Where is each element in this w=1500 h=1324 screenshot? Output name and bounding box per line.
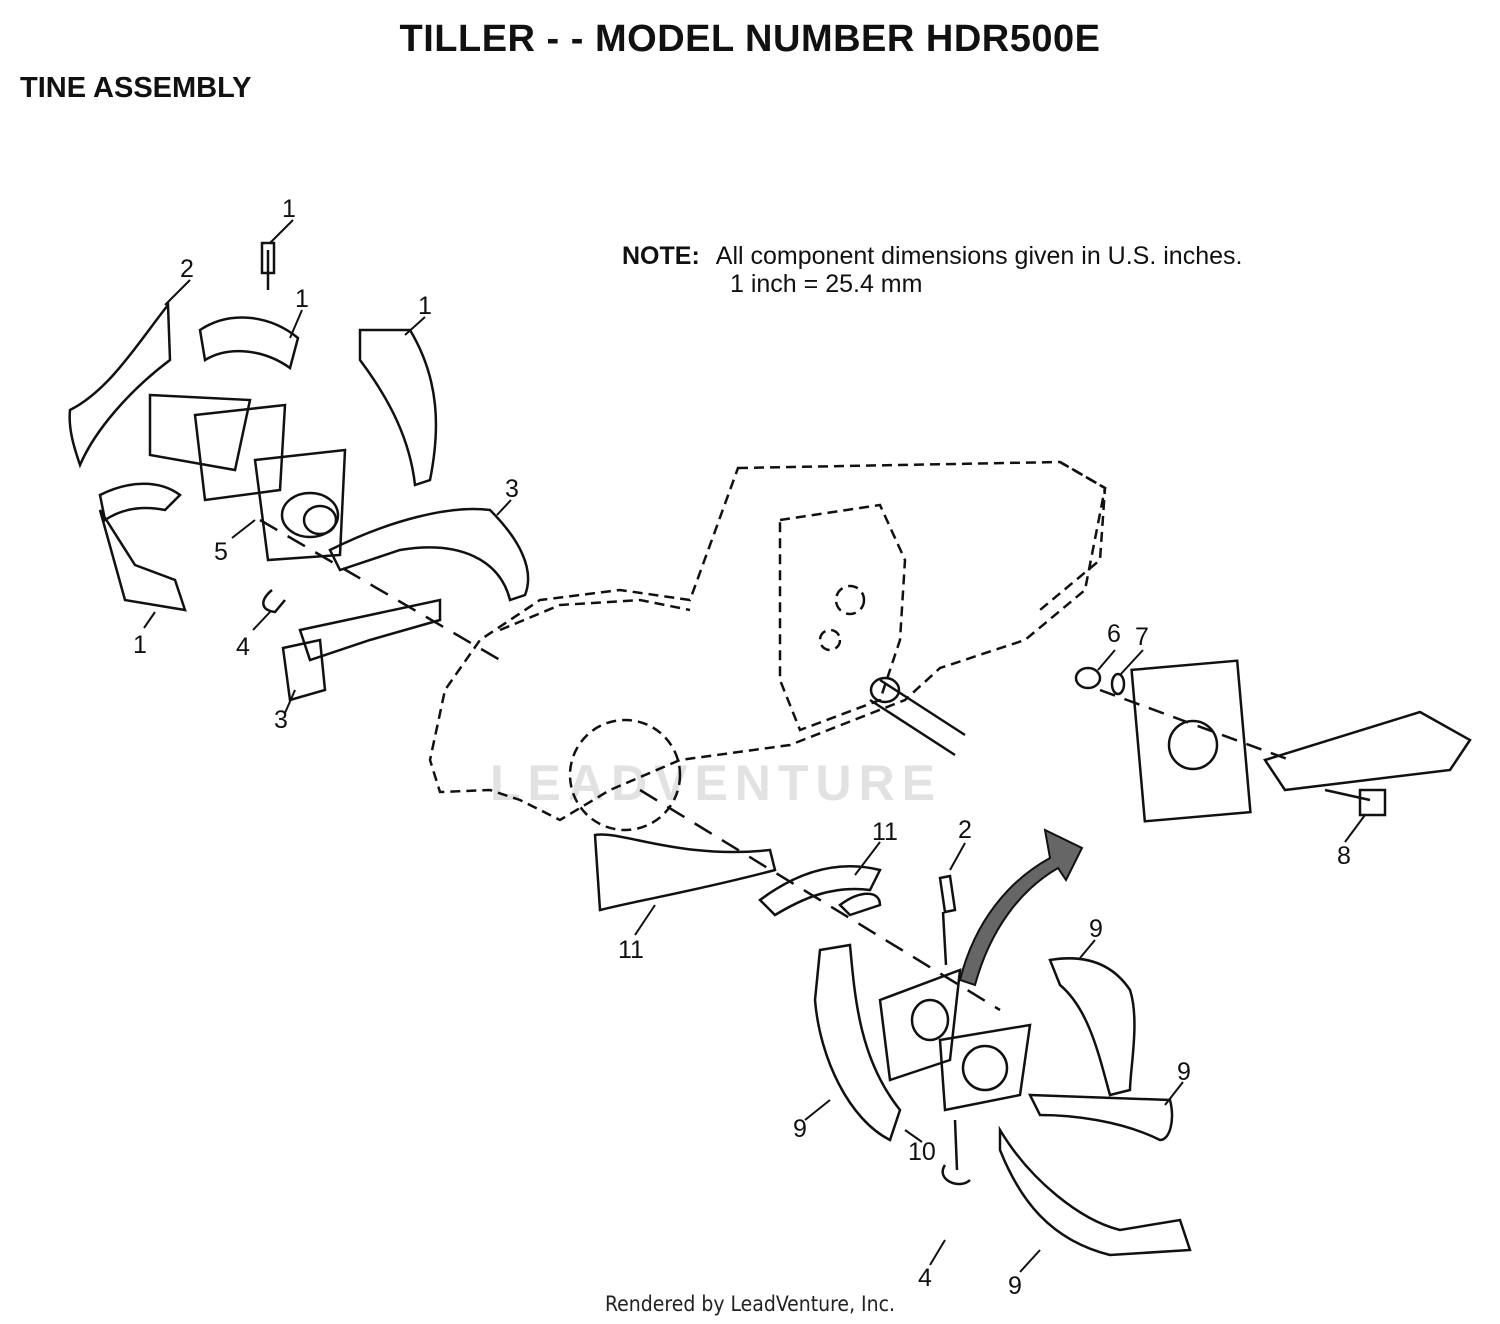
direction-arrow <box>958 828 1084 987</box>
note-line-1: All component dimensions given in U.S. i… <box>715 242 1243 270</box>
callout-11a: 11 <box>872 818 898 846</box>
callout-3b: 3 <box>274 706 288 734</box>
callout-4a: 4 <box>236 633 250 661</box>
callout-10: 10 <box>908 1138 936 1166</box>
callout-9c: 9 <box>793 1115 807 1143</box>
callout-2b: 2 <box>958 816 972 844</box>
callout-2a: 2 <box>180 255 194 283</box>
page-title: TILLER - - MODEL NUMBER HDR500E <box>399 18 1101 60</box>
leader-lines <box>143 219 1366 1273</box>
callout-6: 6 <box>1107 620 1121 648</box>
callout-1b: 1 <box>295 285 309 313</box>
note-label: NOTE: <box>622 242 700 270</box>
watermark-text: LEADVENTURE <box>490 755 942 811</box>
footer-credit: Rendered by LeadVenture, Inc. <box>605 1292 895 1316</box>
callout-3a: 3 <box>505 475 519 503</box>
callout-4b: 4 <box>918 1264 932 1292</box>
dimension-note: NOTE: All component dimensions given in U… <box>622 242 1242 298</box>
section-title: TINE ASSEMBLY <box>20 72 252 104</box>
callout-9d: 9 <box>1008 1272 1022 1300</box>
callout-1a: 1 <box>282 195 296 223</box>
callout-5: 5 <box>214 538 228 566</box>
callout-9b: 9 <box>1177 1058 1191 1086</box>
callout-7: 7 <box>1135 623 1149 651</box>
right-tine-set <box>593 659 1472 1257</box>
callout-8: 8 <box>1337 842 1351 870</box>
note-line-2: 1 inch = 25.4 mm <box>730 270 923 298</box>
tine-shafts <box>259 518 1291 1012</box>
callout-1c: 1 <box>418 292 432 320</box>
callout-9a: 9 <box>1089 915 1103 943</box>
tiller-housing <box>428 460 1107 832</box>
left-tine-set <box>68 241 530 702</box>
callout-11b: 11 <box>618 936 644 964</box>
callout-1d: 1 <box>133 631 147 659</box>
